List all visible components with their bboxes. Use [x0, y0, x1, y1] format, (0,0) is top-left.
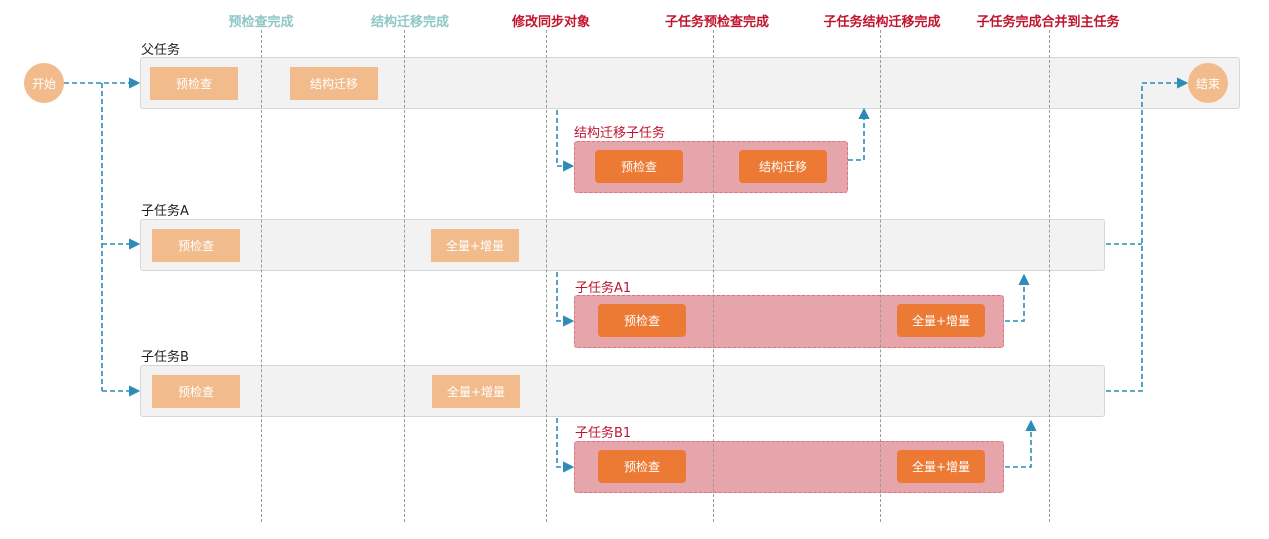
- parent-precheck-step: 预检查: [150, 67, 238, 100]
- milestone-line-subtask-precheck-done: [713, 30, 714, 522]
- milestone-subtask-merge-done: 子任务完成合并到主任务: [976, 15, 1120, 30]
- parent-task-label: 父任务: [141, 43, 181, 58]
- task-a-lane: [140, 219, 1105, 271]
- start-node: 开始: [24, 63, 64, 103]
- a1-merge-arrow: [1005, 273, 1030, 322]
- parent-task-lane: [140, 57, 1240, 109]
- milestone-subtask-schema-done: 子任务结构迁移完成: [823, 15, 941, 30]
- task-b-full-incremental-step: 全量+增量: [432, 375, 520, 408]
- subtask-a1-precheck-step: 预检查: [598, 304, 686, 337]
- milestone-line-precheck-done: [261, 30, 262, 522]
- parent-schema-migration-step: 结构迁移: [290, 67, 378, 100]
- task-b-to-b1-arrow: [556, 418, 575, 473]
- task-b-lane: [140, 365, 1105, 417]
- milestone-line-subtask-schema-done: [880, 30, 881, 522]
- subtask-b1-label: 子任务B1: [575, 426, 632, 441]
- milestone-schema-migration-done: 结构迁移完成: [370, 15, 450, 30]
- task-a-full-incremental-step: 全量+增量: [431, 229, 519, 262]
- milestone-line-schema-migration-done: [404, 30, 405, 522]
- subtask-b1-precheck-step: 预检查: [598, 450, 686, 483]
- b1-merge-arrow: [1005, 419, 1037, 468]
- task-b-precheck-step: 预检查: [152, 375, 240, 408]
- schema-subtask-label: 结构迁移子任务: [574, 126, 666, 141]
- milestone-subtask-precheck-done: 子任务预检查完成: [664, 15, 770, 30]
- milestone-precheck-done: 预检查完成: [228, 15, 294, 30]
- subtask-a1-full-incremental-step: 全量+增量: [897, 304, 985, 337]
- end-node: 结束: [1188, 63, 1228, 103]
- task-b-label: 子任务B: [141, 350, 189, 365]
- milestone-line-modify-sync-objects: [546, 30, 547, 522]
- task-b-to-end-line: [1106, 83, 1143, 392]
- schema-subtask-precheck-step: 预检查: [595, 150, 683, 183]
- task-a-to-a1-arrow: [556, 272, 575, 327]
- task-a-label: 子任务A: [141, 204, 189, 219]
- subtask-b1-full-incremental-step: 全量+增量: [897, 450, 985, 483]
- subtask-a1-label: 子任务A1: [575, 281, 632, 296]
- schema-subtask-merge-arrow: [848, 107, 870, 161]
- parent-to-schema-subtask-arrow: [556, 110, 575, 172]
- milestone-line-subtask-merge-done: [1049, 30, 1050, 522]
- schema-subtask-migration-step: 结构迁移: [739, 150, 827, 183]
- task-a-precheck-step: 预检查: [152, 229, 240, 262]
- milestone-modify-sync-objects: 修改同步对象: [511, 15, 591, 30]
